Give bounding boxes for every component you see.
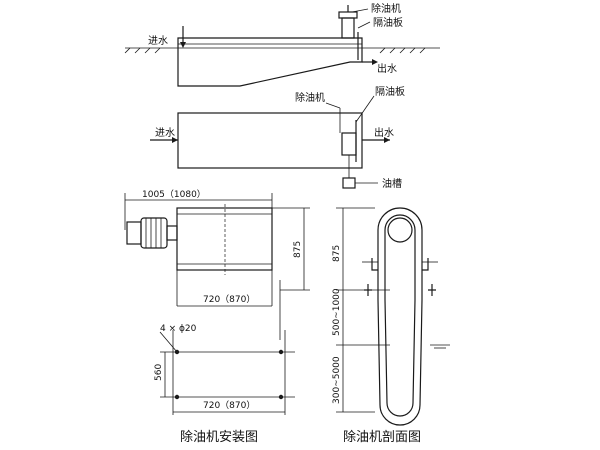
dim-560-text: 560 [154,364,164,381]
plan-outlet-arrow-icon [384,137,390,143]
bolt-hole-bl [174,394,180,400]
label-inlet: 进水 [148,35,168,47]
leader-plan-baffle [355,95,375,123]
belt-outer [377,207,423,426]
dim-inner-text: 720（870） [203,294,255,305]
dim-bottom-text: 720（870） [203,400,255,411]
label-outlet: 出水 [377,62,397,75]
top-pulley [387,217,413,243]
plan-tank [177,112,363,169]
bolt-hole-br [278,394,284,400]
plan-label-oil-remover: 除油机 [295,91,325,104]
inlet-arrow-icon [180,42,186,48]
bolt-hole-tr [278,349,284,355]
label-oil-remover: 除油机 [371,2,401,15]
plan-oil-trough [342,177,356,189]
dim-width-text: 1005（1080） [142,189,206,200]
leader-hole [159,331,178,353]
leader-oil-remover [351,8,369,13]
section-dim-300-5000: 300~5000 [332,356,342,404]
scraper-left [371,258,378,271]
section-dim-500-1000: 500~1000 [332,288,342,336]
dim-height-text: 875 [293,241,303,258]
label-oil-baffle: 隔油板 [373,16,403,29]
leader-plan-oil-remover-h [325,102,341,109]
plan-view: 除油机 隔油板 进水 出水 油槽 [150,85,405,190]
scraper-right [422,258,429,271]
hole-spec-text: 4 × ϕ20 [160,324,197,334]
motor-body [140,217,168,249]
plan-label-oil-trough: 油槽 [382,177,402,190]
leader-baffle [357,21,371,29]
section-dim-875: 875 [332,245,342,262]
ground-hatch [124,47,426,54]
motor-coupling [166,225,178,241]
section-view: 875 500~1000 300~5000 除油机剖面图 [332,207,450,445]
tank-body [177,37,363,87]
install-housing [176,207,273,271]
plan-label-oil-baffle: 隔油板 [375,85,405,98]
install-view: 1005（1080） 720（870） 875 [124,189,310,445]
motor-fins [145,218,162,248]
elevation-view: 进水 除油机 隔油板 出水 [124,2,440,87]
oil-remover-motor [338,11,358,19]
section-caption: 除油机剖面图 [343,430,421,445]
bracket-right [428,284,436,296]
plan-inlet-arrow-icon [172,137,178,143]
outlet-arrow-icon [372,59,378,65]
plan-label-outlet: 出水 [374,126,394,139]
bracket-left [364,284,372,296]
install-caption: 除油机安装图 [180,430,258,445]
plan-oil-remover [341,132,357,156]
oil-remover-body [341,17,355,39]
motor-end [126,221,142,245]
plan-label-inlet: 进水 [155,127,175,139]
belt-inner [384,214,416,417]
